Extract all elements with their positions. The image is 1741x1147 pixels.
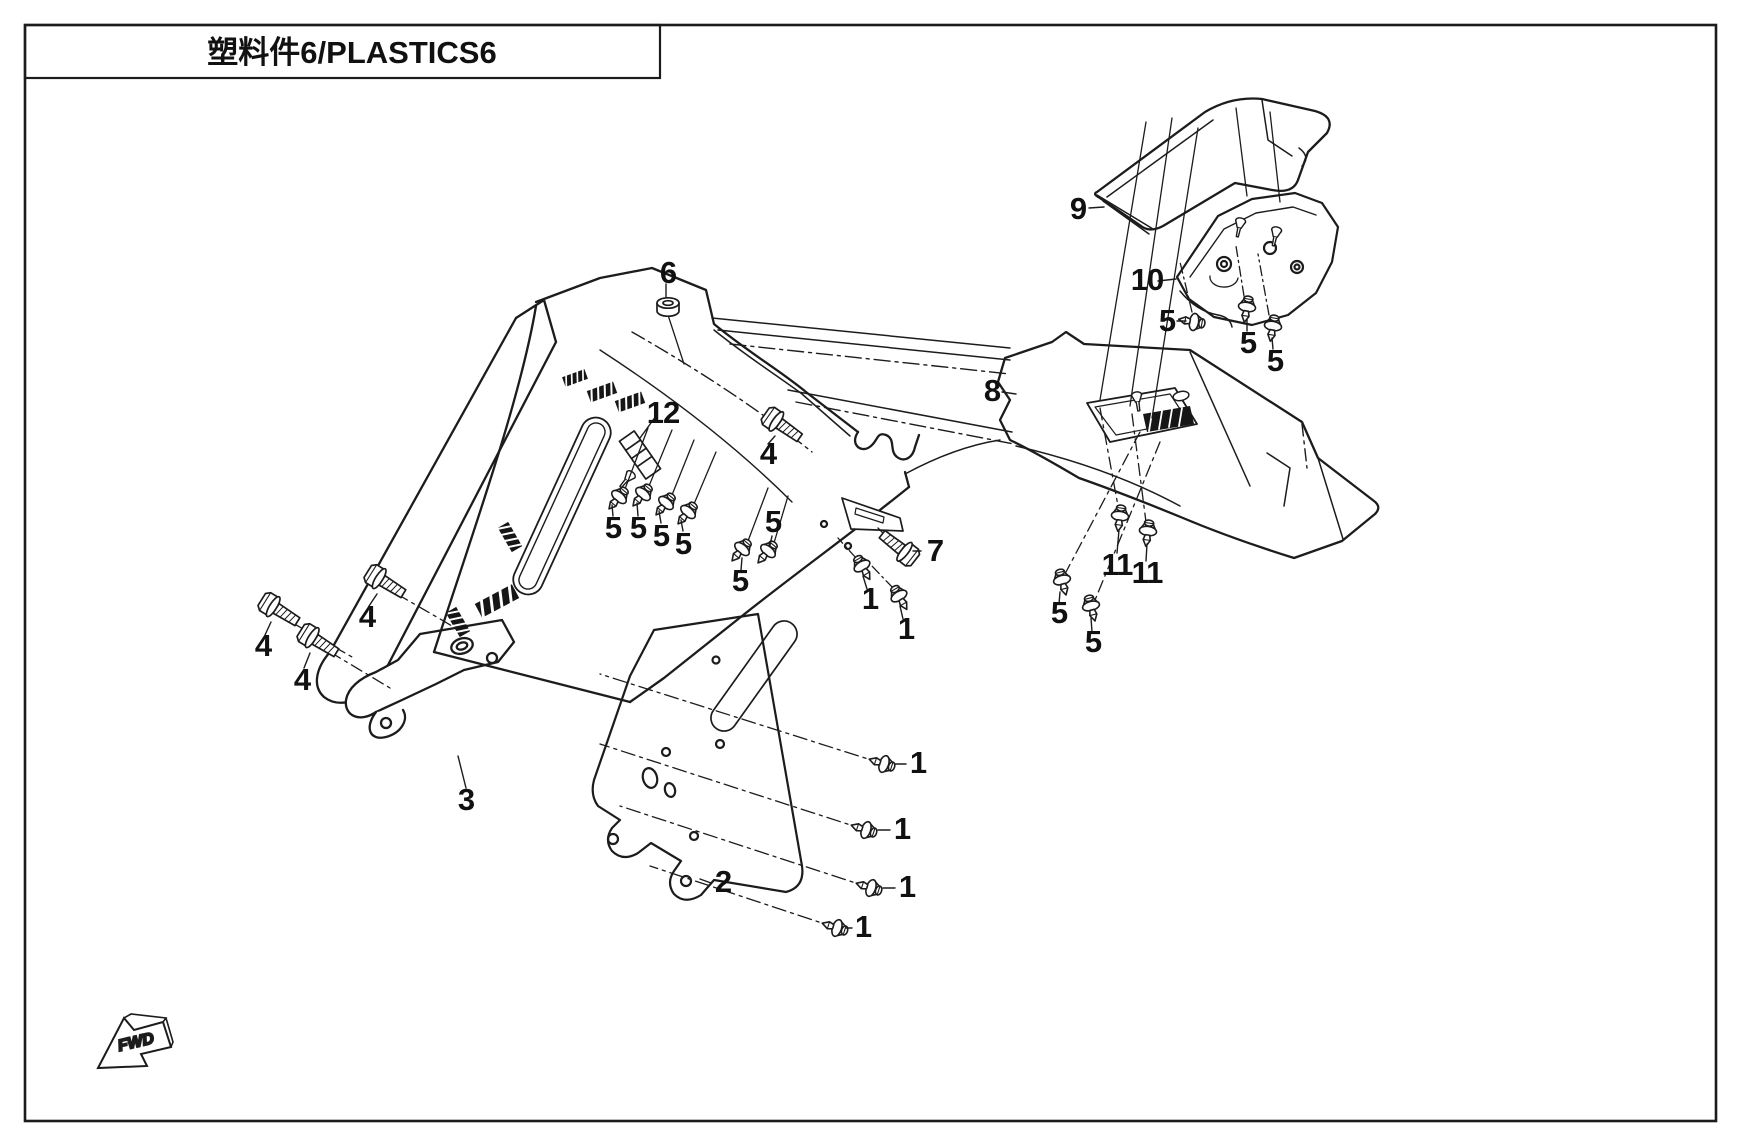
part-10-tail-bracket: [1175, 191, 1340, 328]
part-1-screw: [818, 914, 851, 941]
part-2-support-plate: [591, 612, 804, 901]
part-5-clip: [750, 536, 783, 570]
part-1-screw: [847, 816, 880, 843]
callout-1: 1: [862, 581, 879, 616]
callouts: 6 12 4 4 4 4 3 2 1 1 1 1 1 1 5 5 5 5 5 5…: [255, 191, 1285, 944]
part-center-fender: [432, 266, 1015, 704]
callout-12: 12: [647, 395, 679, 430]
callout-1: 1: [855, 909, 872, 944]
callout-11: 11: [1132, 555, 1164, 590]
part-5-clip: [648, 488, 681, 522]
part-5-clip: [670, 497, 703, 531]
rubber-pad: [561, 368, 589, 388]
part-8-rear-fender: [996, 330, 1380, 560]
callout-10: 10: [1131, 262, 1163, 297]
callout-8: 8: [984, 373, 1001, 408]
rubber-pad: [585, 380, 619, 404]
part-6-grommet: [656, 296, 680, 318]
callout-5: 5: [630, 510, 647, 545]
part-11-clip: [1136, 518, 1159, 549]
callout-1: 1: [910, 745, 927, 780]
callout-4: 4: [294, 662, 312, 697]
callout-1: 1: [899, 869, 916, 904]
title-box: [23, 23, 662, 80]
callout-5: 5: [653, 518, 670, 553]
part-12-bracket: [618, 430, 662, 480]
callout-2: 2: [715, 864, 731, 899]
callout-1: 1: [898, 611, 915, 646]
rubber-pad: [496, 520, 524, 554]
callout-5: 5: [675, 526, 692, 561]
callout-5: 5: [1267, 343, 1284, 378]
callout-5: 5: [605, 510, 622, 545]
callout-7: 7: [927, 533, 943, 568]
callout-11: 11: [1102, 547, 1134, 582]
callout-5: 5: [1240, 325, 1257, 360]
page-title: 塑料件6/PLASTICS6: [207, 35, 496, 70]
small-triangle-bracket: [841, 497, 904, 532]
callout-4: 4: [359, 599, 377, 634]
callout-4: 4: [255, 628, 273, 663]
part-1-screw: [865, 750, 898, 777]
part-5-clip: [1050, 566, 1076, 598]
callout-5: 5: [1085, 624, 1102, 659]
fwd-arrow-icon: [96, 1016, 173, 1070]
fwd-direction-arrow: FWD: [96, 1013, 174, 1070]
part-3-support-bracket: [315, 298, 558, 739]
callout-9: 9: [1070, 191, 1087, 226]
callout-5: 5: [1159, 303, 1176, 338]
rubber-pad: [473, 582, 521, 620]
fasteners: [254, 293, 1285, 941]
callout-1: 1: [894, 811, 911, 846]
callout-6: 6: [660, 255, 677, 290]
callout-5: 5: [732, 563, 749, 598]
callout-4: 4: [760, 436, 778, 471]
diagram-art: [254, 97, 1380, 941]
page-border: [23, 23, 1718, 1123]
rubber-pad: [613, 390, 647, 414]
wiring-hook-detail: [853, 430, 921, 461]
mount-tray: [1086, 387, 1198, 443]
part-5-clip: [625, 479, 658, 513]
part-1-screw: [852, 874, 885, 901]
callout-3: 3: [458, 782, 475, 817]
callout-5: 5: [765, 504, 782, 539]
callout-5: 5: [1051, 595, 1068, 630]
projection-lines: [290, 107, 1281, 929]
part-9-tail-cover: [1093, 97, 1331, 235]
part-11-clip: [1108, 503, 1131, 534]
part-5-clip: [724, 534, 757, 568]
leader-lines: [264, 206, 1274, 929]
page-frame: [23, 23, 1718, 1123]
